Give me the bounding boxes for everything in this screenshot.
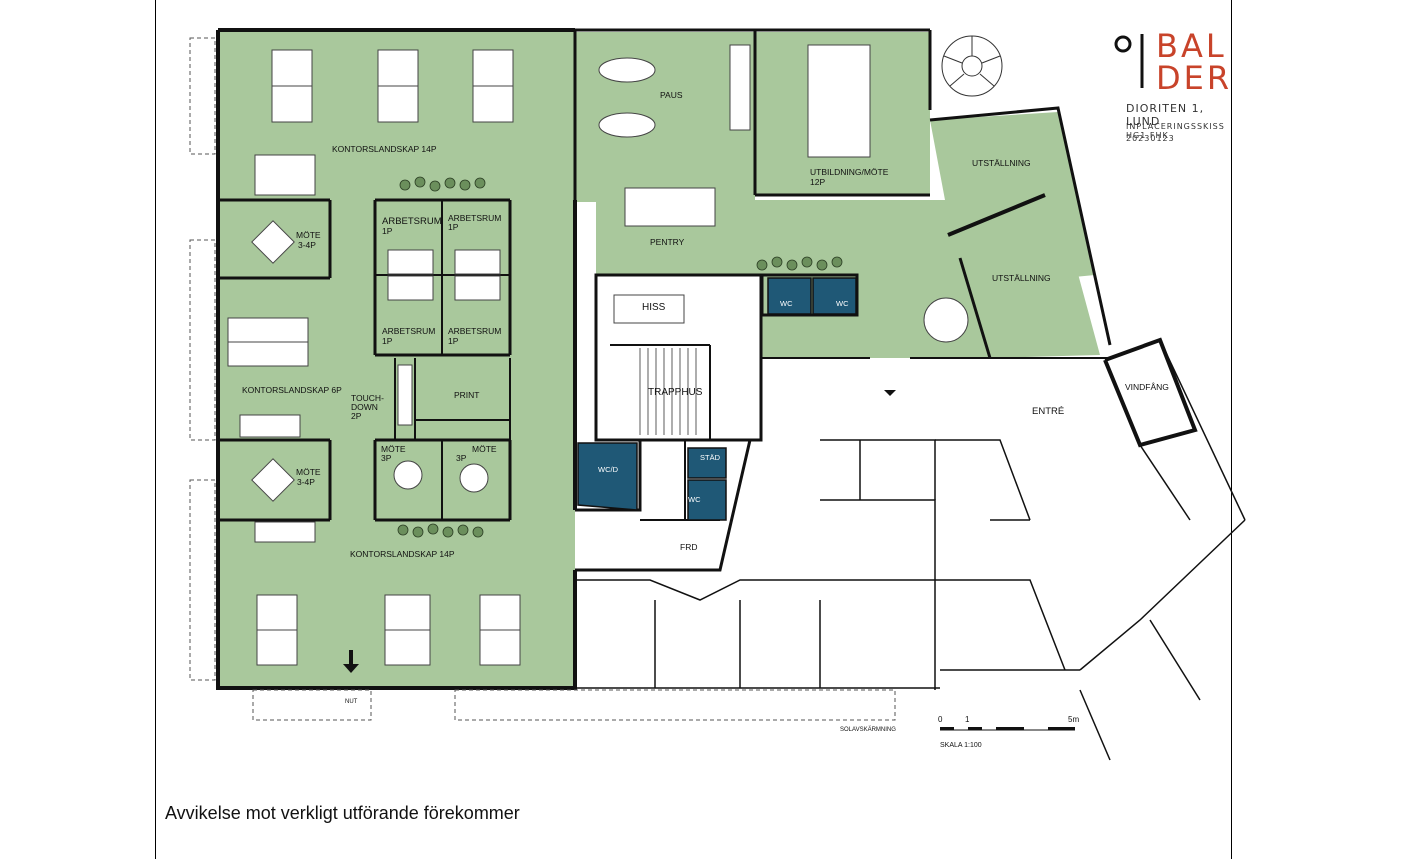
label-mote-b-cap: 3-4P bbox=[297, 477, 315, 487]
label-kontor-bottom: KONTORSLANDSKAP 14P bbox=[350, 549, 455, 559]
logo-word-1: BAL bbox=[1156, 27, 1227, 65]
label-stad: STÄD bbox=[700, 453, 721, 462]
balder-logo: BAL DER DIORITEN 1, LUND INPLACERINGSSKI… bbox=[1112, 26, 1242, 156]
scale-tick-1: 1 bbox=[965, 715, 970, 724]
label-arbetsrum-4: ARBETSRUM bbox=[448, 326, 501, 336]
label-utstallning-2: UTSTÄLLNING bbox=[992, 273, 1051, 283]
desks bbox=[227, 44, 871, 666]
label-arbetsrum-3-cap: 1P bbox=[382, 336, 393, 346]
stair-flights bbox=[639, 348, 697, 435]
label-mote-b: MÖTE bbox=[296, 467, 321, 477]
label-mote-c: MÖTE bbox=[381, 444, 406, 454]
spiral-stair bbox=[941, 35, 1003, 97]
label-wc-3: WC bbox=[688, 495, 701, 504]
label-touchdown-1: TOUCH- bbox=[351, 393, 384, 403]
label-arbetsrum-2: ARBETSRUM bbox=[448, 213, 501, 223]
lower-offices bbox=[575, 439, 1246, 761]
label-arbetsrum-1: ARBETSRUM bbox=[382, 216, 442, 227]
label-nut: NUT bbox=[345, 699, 358, 705]
logo-mark-icon bbox=[1114, 34, 1144, 88]
label-mote-c-cap: 3P bbox=[381, 453, 392, 463]
green-floor bbox=[220, 32, 1100, 687]
wc-rooms bbox=[577, 277, 857, 521]
project-subtitle: INPLACERINGSSKISS HG1 FHK bbox=[1126, 122, 1225, 140]
label-pentry: PENTRY bbox=[650, 237, 685, 247]
label-mote-a-cap: 3-4P bbox=[298, 240, 316, 250]
label-arbetsrum-4-cap: 1P bbox=[448, 336, 459, 346]
logo-word-2: DER bbox=[1156, 59, 1233, 97]
plants bbox=[397, 176, 843, 538]
label-frd: FRD bbox=[680, 542, 697, 552]
label-entre: ENTRÉ bbox=[1032, 406, 1064, 417]
scale-tick-5: 5m bbox=[1068, 715, 1079, 724]
scale-bar: 0 1 5m SKALA 1:100 bbox=[938, 715, 1079, 749]
label-touchdown-cap: 2P bbox=[351, 411, 362, 421]
label-mote-a: MÖTE bbox=[296, 230, 321, 240]
label-kontor-mid: KONTORSLANDSKAP 6P bbox=[242, 385, 342, 395]
label-utbildning: UTBILDNING/MÖTE bbox=[810, 167, 889, 177]
project-name: DIORITEN 1, LUND bbox=[1126, 102, 1205, 128]
label-utstallning-1: UTSTÄLLNING bbox=[972, 158, 1031, 168]
label-wcd: WC/D bbox=[598, 465, 619, 474]
label-wc-2: WC bbox=[836, 299, 849, 308]
label-trapphus: TRAPPHUS bbox=[648, 387, 703, 398]
label-solavskarmning: SOLAVSKÄRMNING bbox=[840, 726, 896, 733]
label-kontor-top: KONTORSLANDSKAP 14P bbox=[332, 144, 437, 154]
label-mote-d-cap: 3P bbox=[456, 453, 467, 463]
label-wc-1: WC bbox=[780, 299, 793, 308]
label-print: PRINT bbox=[454, 390, 480, 400]
entrance-arrow bbox=[343, 390, 896, 673]
walls bbox=[216, 28, 1246, 690]
label-utbildning-cap: 12P bbox=[810, 177, 825, 187]
label-paus: PAUS bbox=[660, 90, 683, 100]
label-arbetsrum-3: ARBETSRUM bbox=[382, 326, 435, 336]
page-frame bbox=[155, 0, 1232, 859]
room-labels: KONTORSLANDSKAP 14P MÖTE 3-4P ARBETSRUM … bbox=[242, 90, 1169, 733]
scale-label: SKALA 1:100 bbox=[940, 742, 982, 749]
window-bays bbox=[189, 37, 896, 721]
project-date: 20230123 bbox=[1126, 134, 1175, 143]
label-mote-d: MÖTE bbox=[472, 444, 497, 454]
label-vindfang: VINDFÅNG bbox=[1125, 382, 1169, 392]
scale-tick-0: 0 bbox=[938, 715, 943, 724]
label-arbetsrum-2-cap: 1P bbox=[448, 222, 459, 232]
disclaimer-text: Avvikelse mot verkligt utförande förekom… bbox=[165, 803, 520, 823]
label-hiss: HISS bbox=[642, 302, 666, 313]
label-arbetsrum-1-cap: 1P bbox=[382, 226, 393, 236]
round-tables bbox=[251, 57, 969, 502]
label-touchdown-2: DOWN bbox=[351, 402, 378, 412]
